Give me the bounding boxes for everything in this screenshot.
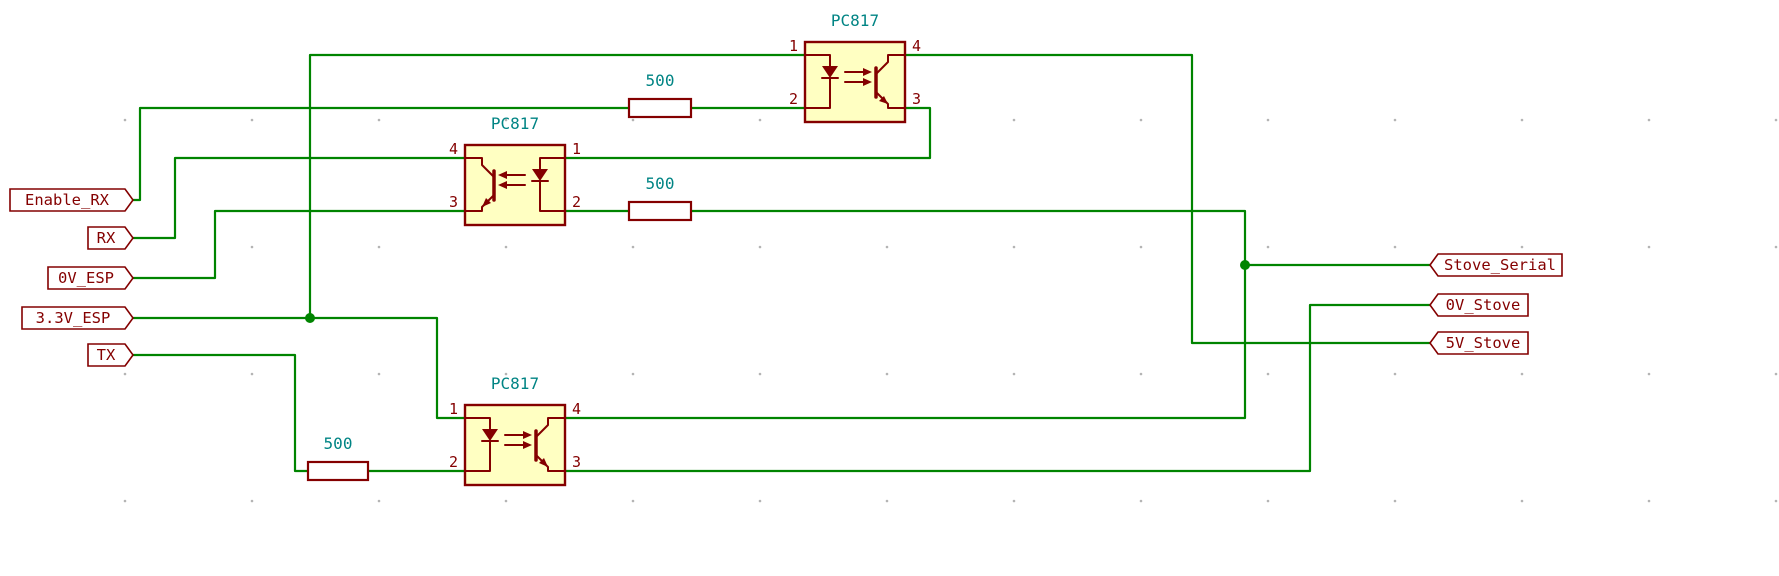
phototransistor-symbol: [464, 157, 496, 212]
global-label-0v-esp[interactable]: 0V_ESP: [47, 266, 134, 290]
wire-3v3-esp-to-u3-pin1[interactable]: [131, 316, 467, 420]
pin-number: 1: [789, 37, 798, 55]
phototransistor-symbol: [874, 54, 906, 109]
pin-number: 4: [572, 400, 581, 418]
pin-number: 3: [912, 90, 921, 108]
resistor-value: 500: [324, 434, 353, 453]
component-value: PC817: [491, 114, 539, 133]
label-text: Enable_RX: [25, 191, 110, 209]
label-outline: [1429, 253, 1563, 277]
pin-number: 3: [572, 453, 581, 471]
label-text: RX: [97, 229, 116, 247]
wire-u1-pin3-to-u2-pin1[interactable]: [563, 106, 932, 160]
wire-rx-to-u2-pin4[interactable]: [131, 156, 467, 240]
resistor-value: 500: [646, 174, 675, 193]
component-value: PC817: [831, 11, 879, 30]
pin-number: 1: [449, 400, 458, 418]
led-symbol: [464, 417, 499, 472]
resistor-body[interactable]: [306, 460, 370, 482]
label-text: 3.3V_ESP: [36, 309, 111, 327]
label-text: Stove_Serial: [1444, 256, 1556, 274]
light-arrows-icon: [504, 431, 532, 449]
label-outline: [9, 188, 134, 212]
wire-0v-esp-to-u2-pin3[interactable]: [131, 209, 467, 280]
optocoupler-u3[interactable]: PC817 1 2 4 3: [449, 374, 581, 487]
global-label-3v3-esp[interactable]: 3.3V_ESP: [21, 306, 134, 330]
label-outline: [87, 343, 134, 367]
optocoupler-u1[interactable]: PC817 1 2 4 3: [789, 11, 921, 124]
global-label-0v-stove[interactable]: 0V_Stove: [1429, 293, 1529, 317]
label-text: 0V_Stove: [1446, 296, 1521, 314]
label-text: 0V_ESP: [58, 269, 114, 287]
component-value: PC817: [491, 374, 539, 393]
label-outline: [21, 306, 134, 330]
junction-dot: [305, 313, 315, 323]
wire-r2-to-serial-junction[interactable]: [689, 209, 1247, 267]
pin-number: 1: [572, 140, 581, 158]
resistor-value: 500: [646, 71, 675, 90]
global-label-enable-rx[interactable]: Enable_RX: [9, 188, 134, 212]
global-label-5v-stove[interactable]: 5V_Stove: [1429, 331, 1529, 355]
phototransistor-symbol: [534, 417, 566, 472]
pin-number: 2: [789, 90, 798, 108]
led-symbol: [531, 157, 566, 212]
label-outline: [1429, 331, 1529, 355]
global-label-rx[interactable]: RX: [87, 226, 134, 250]
resistor-r3[interactable]: 500: [306, 434, 370, 482]
pin-number: 2: [572, 193, 581, 211]
resistor-r2[interactable]: 500: [627, 174, 693, 222]
wire-tx-to-r3[interactable]: [131, 353, 310, 473]
global-label-tx[interactable]: TX: [87, 343, 134, 367]
wire-junction-to-u3-pin4[interactable]: [563, 263, 1247, 420]
pin-number: 2: [449, 453, 458, 471]
light-arrows-icon: [844, 68, 872, 86]
label-outline: [87, 226, 134, 250]
wire-u3-pin3-to-0v-stove[interactable]: [563, 303, 1432, 473]
resistor-body[interactable]: [627, 97, 693, 119]
label-outline: [1429, 293, 1529, 317]
resistor-r1[interactable]: 500: [627, 71, 693, 119]
wires: [131, 53, 1432, 473]
junction-dot: [1240, 260, 1250, 270]
light-arrows-icon: [498, 171, 526, 189]
global-label-stove-serial[interactable]: Stove_Serial: [1429, 253, 1563, 277]
wire-enable-rx-to-r1[interactable]: [131, 106, 631, 202]
label-text: 5V_Stove: [1446, 334, 1521, 352]
pin-number: 4: [912, 37, 921, 55]
label-text: TX: [97, 346, 116, 364]
led-symbol: [804, 54, 839, 109]
pin-number: 3: [449, 193, 458, 211]
resistor-body[interactable]: [627, 200, 693, 222]
optocoupler-u2[interactable]: PC817 4 3 1 2: [449, 114, 581, 227]
label-outline: [47, 266, 134, 290]
pin-number: 4: [449, 140, 458, 158]
wire-3v3-branch-to-u1-pin1[interactable]: [308, 53, 807, 320]
